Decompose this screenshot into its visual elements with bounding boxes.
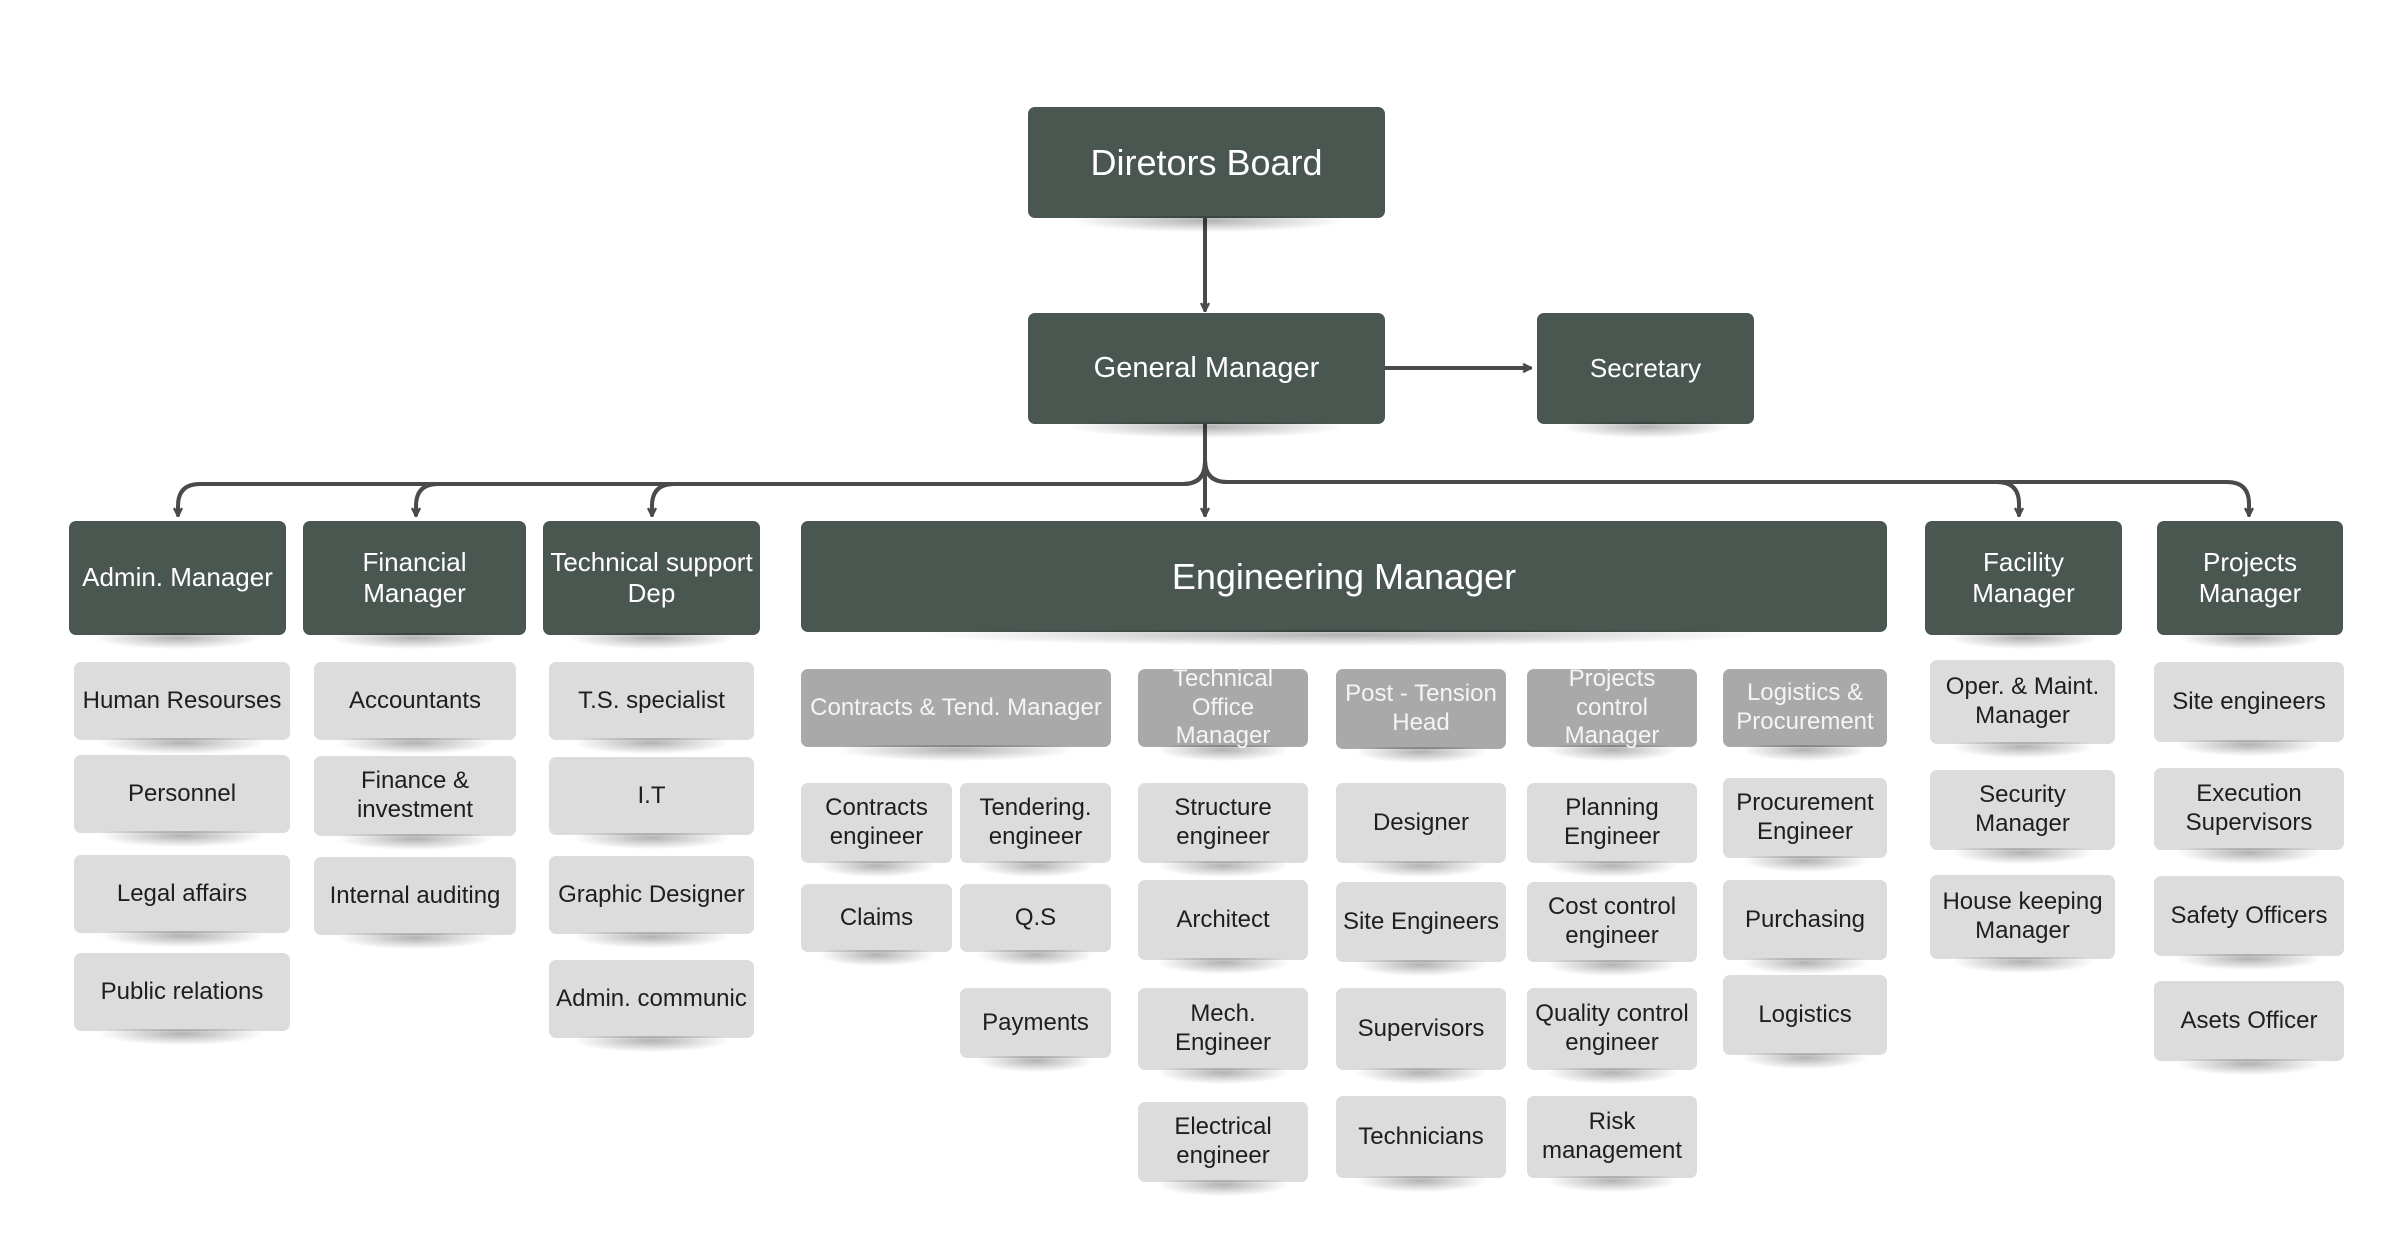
logistics-procurement-box: Logistics & Procurement — [1723, 669, 1887, 761]
techoffice-item-architect: Architect — [1138, 880, 1308, 974]
logistics-item-purchasing: Purchasing — [1723, 880, 1887, 974]
admin-manager-box: Admin. Manager — [69, 521, 286, 649]
posttension-item-technicians: Technicians — [1336, 1096, 1506, 1192]
posttension-item-site-engineers: Site Engineers — [1336, 882, 1506, 976]
techsupport-item-ts-specialist: T.S. specialist — [549, 662, 754, 754]
projects-item-asets-officer: Asets Officer — [2154, 981, 2344, 1075]
techoffice-item-mech-engineer: Mech. Engineer — [1138, 988, 1308, 1084]
facility-manager-box: Facility Manager — [1925, 521, 2122, 649]
posttension-item-supervisors: Supervisors — [1336, 988, 1506, 1084]
techsupport-item-it: I.T — [549, 757, 754, 849]
projects-item-site-engineers: Site engineers — [2154, 662, 2344, 756]
projcontrol-item-cost-control-engineer: Cost control engineer — [1527, 882, 1697, 976]
post-tension-head-box: Post - Tension Head — [1336, 669, 1506, 763]
contracts-item-payments: Payments — [960, 988, 1111, 1072]
contracts-item-tendering-engineer: Tendering. engineer — [960, 783, 1111, 877]
financial-item-accountants: Accountants — [314, 662, 516, 754]
projects-manager-box: Projects Manager — [2157, 521, 2343, 649]
techoffice-item-structure-engineer: Structure engineer — [1138, 783, 1308, 877]
connector-gm-projects — [1203, 422, 2249, 517]
contracts-item-claims: Claims — [801, 884, 952, 966]
techoffice-item-electrical-engineer: Electrical engineer — [1138, 1102, 1308, 1196]
connector-gm-technical-support — [652, 422, 1207, 517]
connector-gm-financial — [416, 422, 1207, 517]
contracts-item-contracts-engineer: Contracts engineer — [801, 783, 952, 877]
connector-gm-admin — [178, 422, 1207, 517]
facility-item-oper-maint-manager: Oper. & Maint. Manager — [1930, 660, 2115, 758]
contracts-item-qs: Q.S — [960, 884, 1111, 966]
projcontrol-item-quality-control-engineer: Quality control engineer — [1527, 988, 1697, 1084]
general-manager-box: General Manager — [1028, 313, 1385, 438]
projcontrol-item-planning-engineer: Planning Engineer — [1527, 783, 1697, 877]
financial-manager-box: Financial Manager — [303, 521, 526, 649]
admin-item-legal-affairs: Legal affairs — [74, 855, 290, 947]
projects-control-manager-box: Projects control Manager — [1527, 665, 1697, 761]
financial-item-internal-auditing: Internal auditing — [314, 857, 516, 949]
techsupport-item-graphic-designer: Graphic Designer — [549, 856, 754, 948]
projects-item-execution-supervisors: Execution Supervisors — [2154, 768, 2344, 864]
facility-item-security-manager: Security Manager — [1930, 770, 2115, 864]
technical-support-box: Technical support Dep — [543, 521, 760, 649]
projcontrol-item-risk-management: Risk management — [1527, 1096, 1697, 1192]
posttension-item-designer: Designer — [1336, 783, 1506, 877]
contracts-tend-manager-box: Contracts & Tend. Manager — [801, 669, 1111, 761]
projects-item-safety-officers: Safety Officers — [2154, 876, 2344, 970]
techsupport-item-admin-communic: Admin. communic — [549, 960, 754, 1052]
admin-item-public-relations: Public relations — [74, 953, 290, 1045]
logistics-item-logistics: Logistics — [1723, 975, 1887, 1069]
engineering-manager-box: Engineering Manager — [801, 521, 1887, 646]
technical-office-manager-box: Technical Office Manager — [1138, 665, 1308, 761]
admin-item-human-resources: Human Resourses — [74, 662, 290, 754]
directors-board-box: Diretors Board — [1028, 107, 1385, 232]
logistics-item-procurement-engineer: Procurement Engineer — [1723, 778, 1887, 872]
facility-item-house-keeping-manager: House keeping Manager — [1930, 875, 2115, 973]
connector-gm-facility — [1203, 422, 2019, 517]
admin-item-personnel: Personnel — [74, 755, 290, 847]
financial-item-finance-investment: Finance & investment — [314, 756, 516, 850]
secretary-box: Secretary — [1537, 313, 1754, 438]
